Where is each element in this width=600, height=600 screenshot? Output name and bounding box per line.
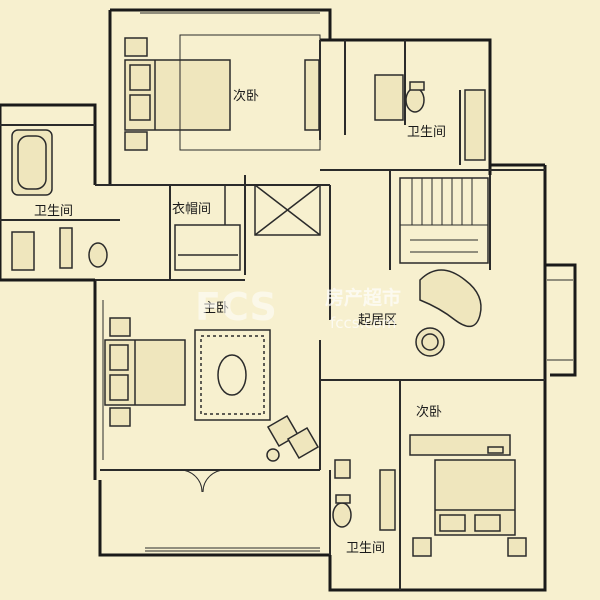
master-doors — [179, 469, 226, 493]
bed-top — [124, 34, 321, 151]
staircase — [399, 177, 489, 264]
watermark-url: fccs.com — [330, 314, 396, 332]
armchairs — [266, 414, 320, 462]
bed-bottom-right — [409, 434, 527, 557]
watermark: FCS 房产超市 fccs.com — [195, 285, 401, 332]
living-sofa — [415, 269, 482, 357]
label-bathroom-left: 卫生间 — [34, 204, 73, 219]
windows — [102, 12, 573, 552]
elevator-shaft — [254, 184, 321, 236]
watermark-brand: 房产超市 — [325, 286, 401, 309]
label-bedroom-bottom-right: 次卧 — [416, 404, 442, 420]
watermark-logo: FCS — [195, 285, 277, 329]
label-master-bedroom: 主卧 — [203, 301, 229, 316]
closet-fixtures — [174, 185, 241, 271]
bathroom-left-fixtures — [11, 129, 108, 271]
master-bed — [104, 317, 186, 427]
master-rug — [194, 329, 271, 421]
label-closet: 衣帽间 — [172, 201, 211, 217]
label-living-area: 起居区 — [358, 313, 397, 328]
walls — [0, 8, 577, 592]
label-bathroom-top-right: 卫生间 — [407, 125, 446, 140]
label-bedroom-top: 次卧 — [233, 88, 259, 104]
bathroom-bottom-fixtures — [332, 459, 396, 531]
label-bathroom-bottom: 卫生间 — [346, 541, 385, 556]
bathroom-top-fixtures — [304, 59, 486, 161]
